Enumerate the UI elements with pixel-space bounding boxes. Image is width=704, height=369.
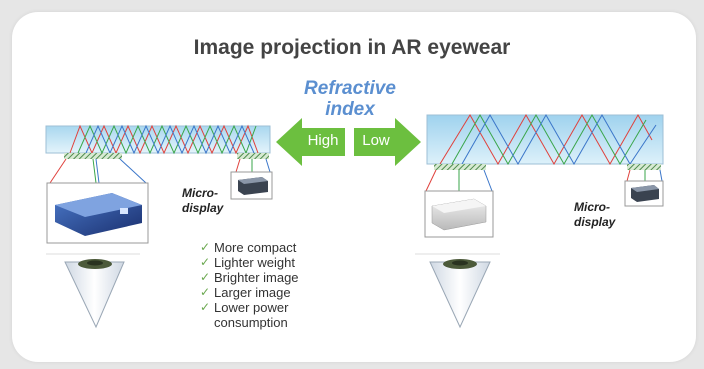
right-micro-display-line1: Micro-: [574, 200, 610, 214]
right-eye: [415, 253, 500, 329]
benefit-text: Larger image: [214, 285, 291, 300]
left-micro-display: [230, 171, 273, 200]
low-label: Low: [362, 132, 390, 149]
left-projector: [46, 182, 149, 244]
left-micro-display-line2: display: [182, 201, 224, 215]
check-icon: ✓: [200, 255, 211, 269]
check-icon: ✓: [200, 270, 211, 284]
left-waveguide: [45, 124, 271, 159]
benefit-item: ✓Brighter image: [200, 270, 299, 285]
right-output-grating: [627, 164, 661, 170]
left-micro-display-line1: Micro-: [182, 186, 218, 200]
left-eye: [46, 253, 140, 329]
refractive-index-line2: index: [325, 99, 375, 120]
benefit-item: ✓Lighter weight: [200, 255, 299, 270]
refractive-index-label: Refractive index: [288, 78, 412, 120]
right-waveguide: [426, 113, 664, 170]
high-low-arrows: [276, 118, 421, 166]
slide-title: Image projection in AR eyewear: [193, 36, 511, 59]
benefit-text: Lighter weight: [214, 255, 295, 270]
benefit-text: More compact: [214, 240, 297, 255]
benefit-item: ✓More compact: [200, 240, 299, 255]
benefit-text: consumption: [214, 315, 288, 330]
benefit-text: Brighter image: [214, 270, 299, 285]
check-icon: ✓: [200, 240, 211, 254]
right-projector-rays: [425, 169, 663, 192]
right-micro-display: [624, 180, 664, 207]
check-icon: ✓: [200, 285, 211, 299]
right-input-grating: [434, 164, 486, 170]
benefit-item: ✓Lower power: [200, 300, 299, 315]
left-input-grating: [64, 153, 122, 159]
high-label: High: [307, 132, 339, 149]
right-micro-display-label: Micro- display: [574, 200, 615, 230]
right-projector: [424, 190, 494, 238]
left-micro-display-label: Micro- display: [182, 186, 223, 216]
left-projector-rays: [49, 158, 271, 184]
benefits-list: ✓More compact ✓Lighter weight ✓Brighter …: [200, 240, 299, 330]
benefit-item-continued: consumption: [200, 315, 299, 330]
refractive-index-line1: Refractive: [304, 78, 396, 99]
check-icon: ✓: [200, 300, 211, 314]
benefit-item: ✓Larger image: [200, 285, 299, 300]
left-output-grating: [237, 153, 269, 159]
benefit-text: Lower power: [214, 300, 289, 315]
right-micro-display-line2: display: [574, 215, 616, 229]
